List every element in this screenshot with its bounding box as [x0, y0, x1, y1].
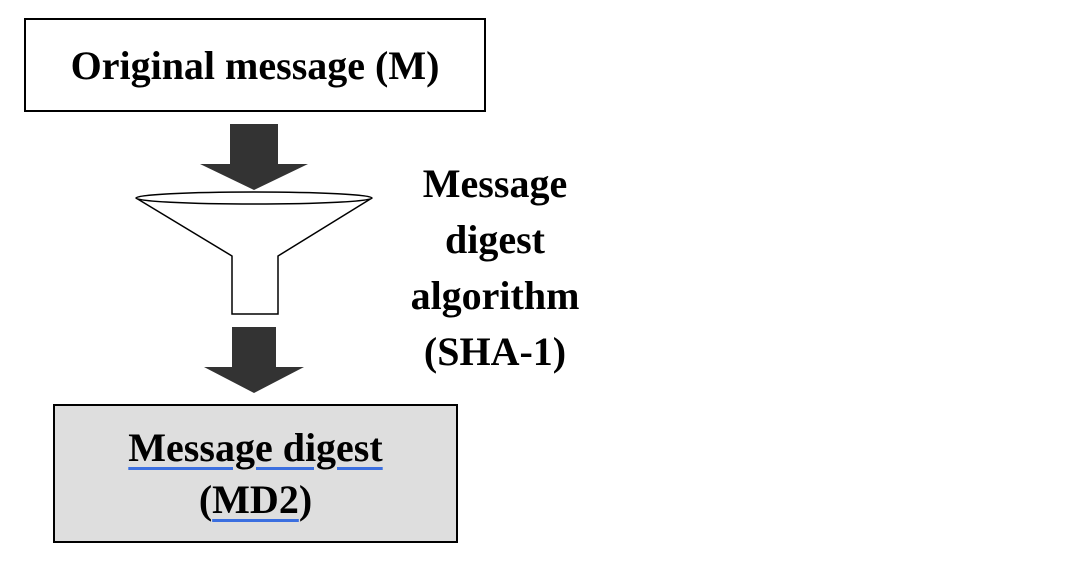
arrow-down-top [200, 124, 308, 190]
original-message-label: Original message (M) [70, 42, 440, 88]
original-message-box: Original message (M) [24, 18, 486, 112]
subtitle-close-paren: ) [298, 476, 313, 522]
subtitle-md2-text: MD2 [212, 476, 299, 522]
algorithm-label-line-2: digest [445, 217, 545, 262]
algorithm-label: Message digest algorithm (SHA-1) [390, 156, 600, 380]
algorithm-label-line-3: algorithm [410, 273, 580, 318]
algorithm-label-line-1: Message [422, 161, 568, 206]
message-digest-subtitle: (MD2) [199, 474, 312, 526]
message-digest-box: Message digest (MD2) [53, 404, 458, 543]
message-digest-title-text: Message digest [128, 424, 383, 470]
message-digest-title: Message digest [128, 422, 382, 474]
subtitle-open-paren: ( [198, 476, 213, 522]
funnel-icon [135, 191, 373, 315]
algorithm-label-line-4: (SHA-1) [423, 329, 567, 374]
arrow-down-bottom [204, 327, 304, 393]
